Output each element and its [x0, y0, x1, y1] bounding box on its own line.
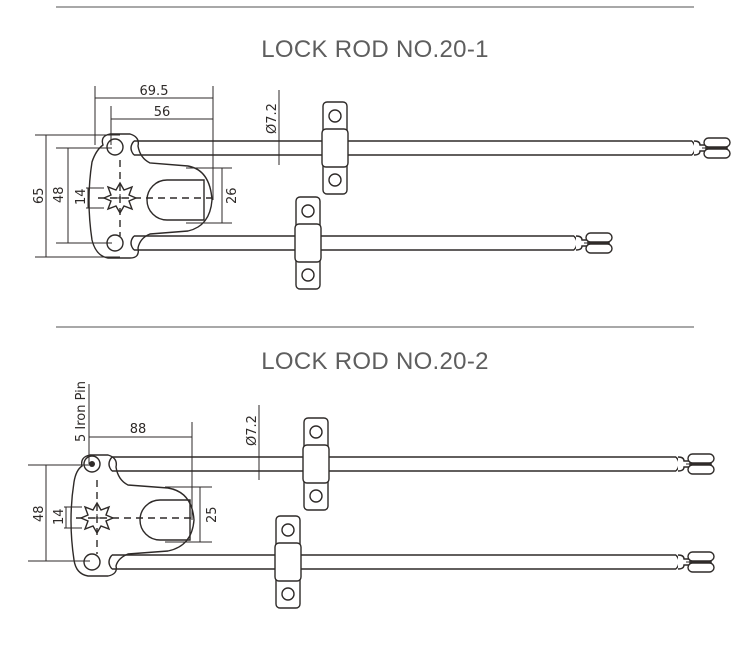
- dim-pin-spacing-1: 48: [52, 186, 67, 203]
- guide-bracket-top-2: [302, 417, 330, 511]
- dim-rod-diameter-2: Ø7.2: [245, 415, 260, 446]
- iron-pin-hole-2: [83, 455, 101, 473]
- pin-hole-top-1: [106, 138, 124, 156]
- guide-bracket-bottom-2: [274, 515, 302, 609]
- rod-clip-top-1: [693, 137, 731, 159]
- slot-2: [139, 499, 191, 541]
- lock-body-2: [70, 454, 195, 577]
- rod-clip-top-2: [677, 453, 715, 475]
- rod-top-2: [108, 456, 680, 472]
- guide-bracket-top-1: [321, 101, 349, 195]
- slot-1: [146, 179, 205, 221]
- guide-bracket-bottom-1: [294, 196, 322, 290]
- drawing-1: 69.5 56 Ø7.2 65 48 14 26: [32, 84, 731, 290]
- top-divider: [56, 6, 694, 8]
- rod-clip-bottom-1: [575, 232, 613, 254]
- dim-height-65: 65: [32, 187, 47, 204]
- rod-top-1: [130, 140, 696, 156]
- iron-pin-2: [89, 461, 95, 467]
- rod-bottom-2: [108, 554, 680, 570]
- dim-length-56: 56: [154, 105, 171, 120]
- rod-bottom-1: [130, 235, 578, 251]
- drawing-1-title: LOCK ROD NO.20-1: [261, 36, 489, 63]
- pin-hole-bottom-2: [83, 553, 101, 571]
- dim-length-69-5: 69.5: [140, 84, 169, 99]
- dim-slot-height-25: 25: [205, 506, 220, 523]
- dim-length-88: 88: [130, 422, 147, 437]
- dim-width-14-1: 14: [74, 188, 89, 205]
- rod-clip-bottom-2: [677, 551, 715, 573]
- dim-rod-diameter-1: Ø7.2: [265, 103, 280, 134]
- label-iron-pin: 5 Iron Pin: [74, 381, 89, 442]
- dim-slot-height-26: 26: [225, 187, 240, 204]
- dim-pin-spacing-2: 48: [32, 505, 47, 522]
- drawing-2: 5 Iron Pin 88 Ø7.2 48 14 25: [28, 381, 715, 609]
- middle-divider: [56, 326, 694, 328]
- dim-width-14-2: 14: [52, 508, 67, 525]
- drawing-2-title: LOCK ROD NO.20-2: [261, 348, 489, 375]
